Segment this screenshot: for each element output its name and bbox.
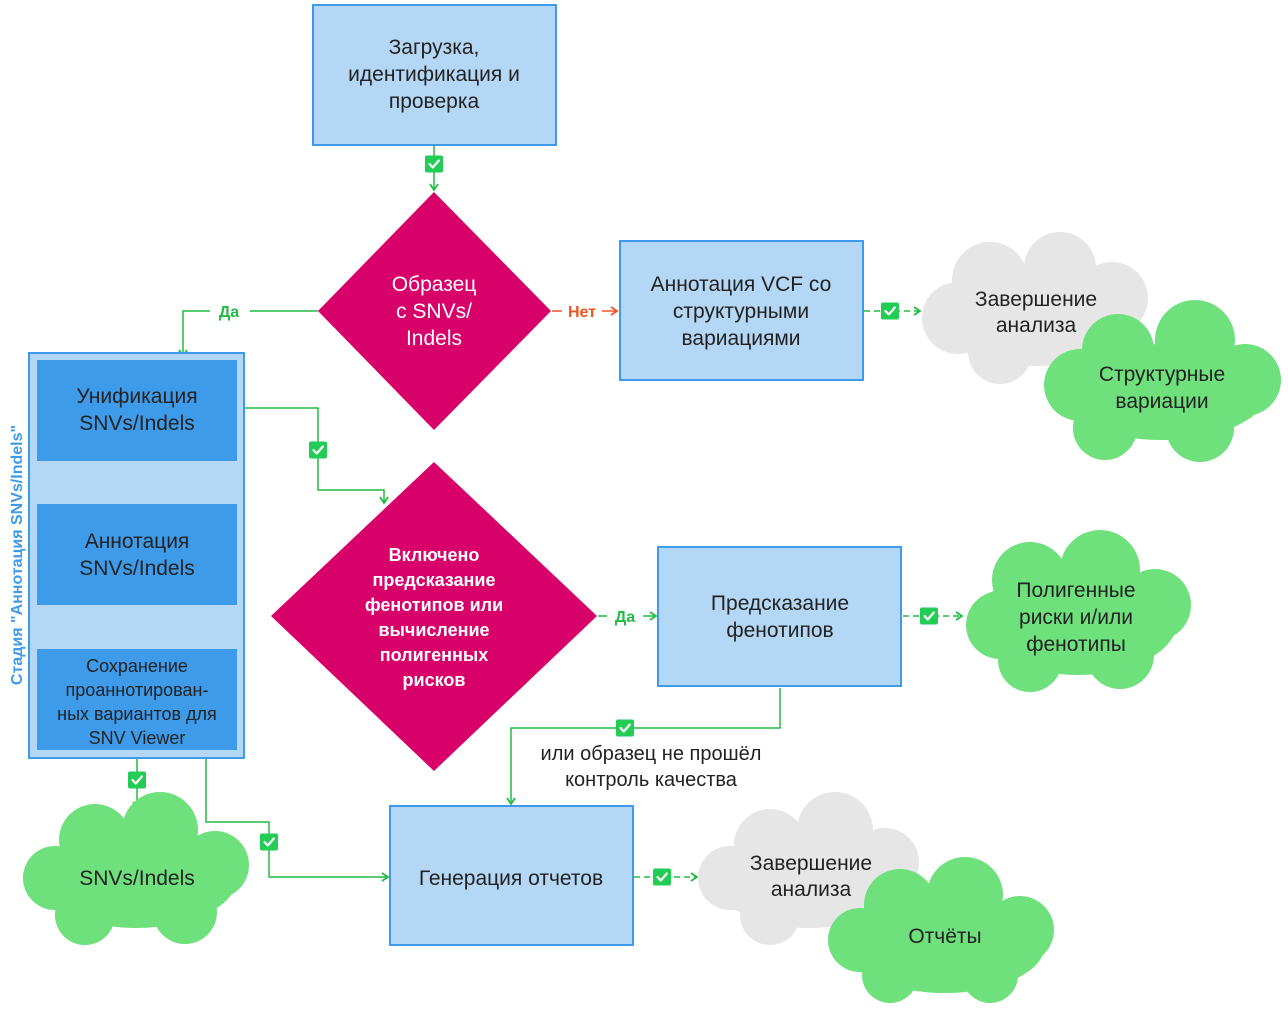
cloud-finish-1-line-2: анализа: [996, 314, 1077, 337]
cloud-reports-output: Отчёты: [828, 857, 1054, 1003]
check-badge-icon: [879, 301, 901, 321]
edge-note-qc-2: контроль качества: [565, 769, 738, 791]
node-upload-line-3: проверка: [389, 90, 480, 113]
node-report[interactable]: Генерация отчетов: [389, 805, 634, 946]
decision-pheno-line-1: Включено: [389, 545, 480, 565]
check-badge-icon: [423, 154, 445, 174]
cloud-sv-output-line-1: Структурные: [1099, 363, 1225, 386]
node-vcf-sv-line-2: структурными: [673, 300, 809, 323]
edge-label-yes-1: Да: [219, 304, 239, 321]
cloud-reports-output-label: Отчёты: [908, 925, 981, 948]
check-badge-icon: [307, 440, 329, 460]
cloud-poly-output: Полигенные риски и/или фенотипы: [966, 530, 1191, 692]
node-upload-line-1: Загрузка,: [389, 36, 480, 59]
cloud-finish-2-line-1: Завершение: [750, 852, 872, 875]
node-save-line-3: ных вариантов для: [57, 704, 217, 724]
cloud-finish-1-line-1: Завершение: [975, 288, 1097, 311]
cloud-sv-output-line-2: вариации: [1115, 390, 1208, 413]
edge-decision-yes: [178, 310, 318, 358]
cloud-finish-1: Завершение анализа: [922, 232, 1148, 384]
edge-label-no-1: Нет: [568, 304, 596, 321]
stage-label: Стадия "Аннотация SNVs/Indels": [9, 425, 26, 685]
decision-snv-line-2: с SNVs/: [396, 300, 472, 323]
node-vcf-sv-line-1: Аннотация VCF со: [651, 273, 832, 296]
node-save-line-1: Сохранение: [86, 656, 188, 676]
node-pheno[interactable]: Предсказание фенотипов: [657, 546, 902, 687]
cloud-snv-output-label: SNVs/Indels: [79, 867, 195, 890]
edge-stage-report: [205, 758, 390, 882]
decision-pheno-line-4: вычисление: [378, 620, 489, 640]
cloud-snv-output: SNVs/Indels: [23, 792, 249, 945]
node-unify[interactable]: Унификация SNVs/Indels: [37, 360, 237, 461]
decision-snv-line-3: Indels: [406, 327, 462, 350]
edge-label-yes-2: Да: [615, 609, 635, 626]
node-pheno-line-2: фенотипов: [726, 619, 833, 642]
check-badge-icon: [258, 832, 280, 852]
cloud-poly-output-line-2: риски и/или: [1019, 606, 1133, 629]
node-save-line-4: SNV Viewer: [89, 728, 186, 748]
node-pheno-line-1: Предсказание: [711, 592, 849, 615]
node-upload[interactable]: Загрузка, идентификация и проверка: [312, 4, 557, 146]
decision-pheno-line-6: рисков: [403, 670, 466, 690]
node-vcf-sv[interactable]: Аннотация VCF со структурными вариациями: [619, 240, 864, 381]
cloud-finish-2-line-2: анализа: [771, 878, 852, 901]
cloud-finish-2: Завершение анализа: [698, 792, 919, 945]
check-badge-icon: [918, 606, 940, 626]
cloud-sv-output: Структурные вариации: [1044, 300, 1281, 462]
node-unify-line-2: SNVs/Indels: [79, 412, 195, 435]
cloud-poly-output-line-3: фенотипы: [1026, 633, 1126, 656]
node-vcf-sv-line-3: вариациями: [682, 327, 801, 350]
check-badge-icon: [126, 770, 148, 790]
decision-snv-line-1: Образец: [392, 273, 477, 296]
decision-snv[interactable]: Образец с SNVs/ Indels: [318, 192, 551, 430]
node-annotate-line-2: SNVs/Indels: [79, 557, 195, 580]
node-upload-line-2: идентификация и: [348, 63, 520, 86]
edge-unify-pheno-decision: [238, 407, 389, 505]
cloud-poly-output-line-1: Полигенные: [1016, 579, 1135, 602]
decision-pheno[interactable]: Включено предсказание фенотипов или вычи…: [271, 462, 597, 771]
decision-pheno-line-2: предсказание: [373, 570, 496, 590]
decision-pheno-line-5: полигенных: [380, 645, 489, 665]
check-badge-icon: [614, 718, 636, 738]
edge-pheno-report: [506, 688, 781, 806]
node-annotate-line-1: Аннотация: [85, 530, 190, 553]
node-report-label: Генерация отчетов: [419, 867, 603, 890]
node-unify-line-1: Унификация: [76, 385, 197, 408]
edge-note-qc-1: или образец не прошёл: [541, 743, 762, 765]
node-save-line-2: проаннотирован-: [66, 680, 209, 700]
decision-pheno-line-3: фенотипов или: [365, 595, 503, 615]
node-annotate[interactable]: Аннотация SNVs/Indels: [37, 504, 237, 605]
check-badge-icon: [651, 867, 673, 887]
node-save[interactable]: Сохранение проаннотирован- ных вариантов…: [37, 649, 237, 750]
